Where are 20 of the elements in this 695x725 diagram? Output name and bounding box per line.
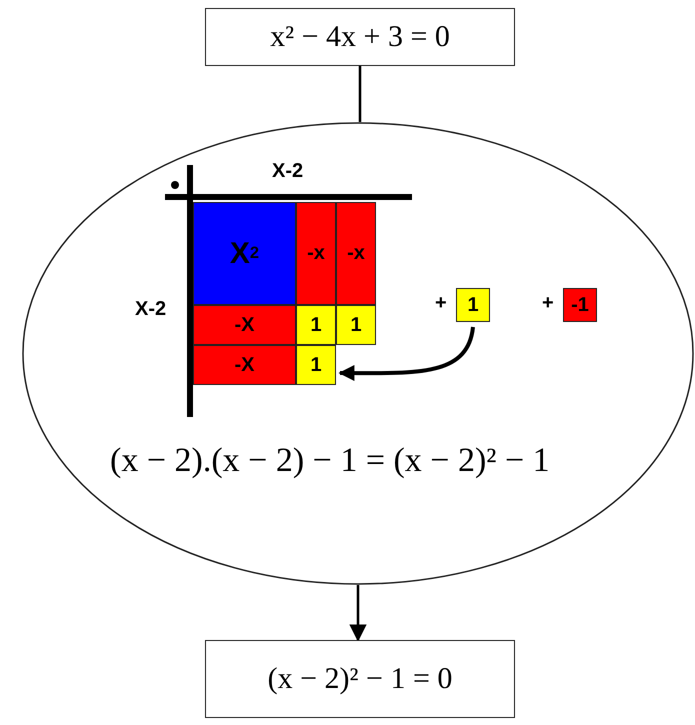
algebra-tile: -X (193, 305, 296, 345)
plus-sign: + (435, 292, 447, 315)
algebra-tile: -1 (563, 288, 597, 322)
algebra-tile: 1 (296, 305, 336, 345)
equation-box: x² − 4x + 3 = 0 (205, 8, 515, 66)
arrow (349, 585, 367, 642)
arrow (338, 326, 475, 382)
plus-sign: + (542, 292, 554, 315)
algebra-tile: -x (296, 202, 336, 305)
algebra-tile: -x (336, 202, 376, 305)
equation: (x − 2).(x − 2) − 1 = (x − 2)² − 1 (110, 442, 550, 480)
equation-box: (x − 2)² − 1 = 0 (205, 640, 515, 718)
side-label: X-2 (272, 160, 304, 183)
algebra-tile: X$^{2}$ (193, 202, 296, 305)
algebra-tile: 1 (456, 288, 490, 322)
algebra-tile: 1 (296, 345, 336, 385)
connector-line (358, 66, 362, 122)
side-label: X-2 (135, 298, 166, 321)
algebra-tile: 1 (336, 305, 376, 345)
algebra-tile: -X (193, 345, 296, 385)
